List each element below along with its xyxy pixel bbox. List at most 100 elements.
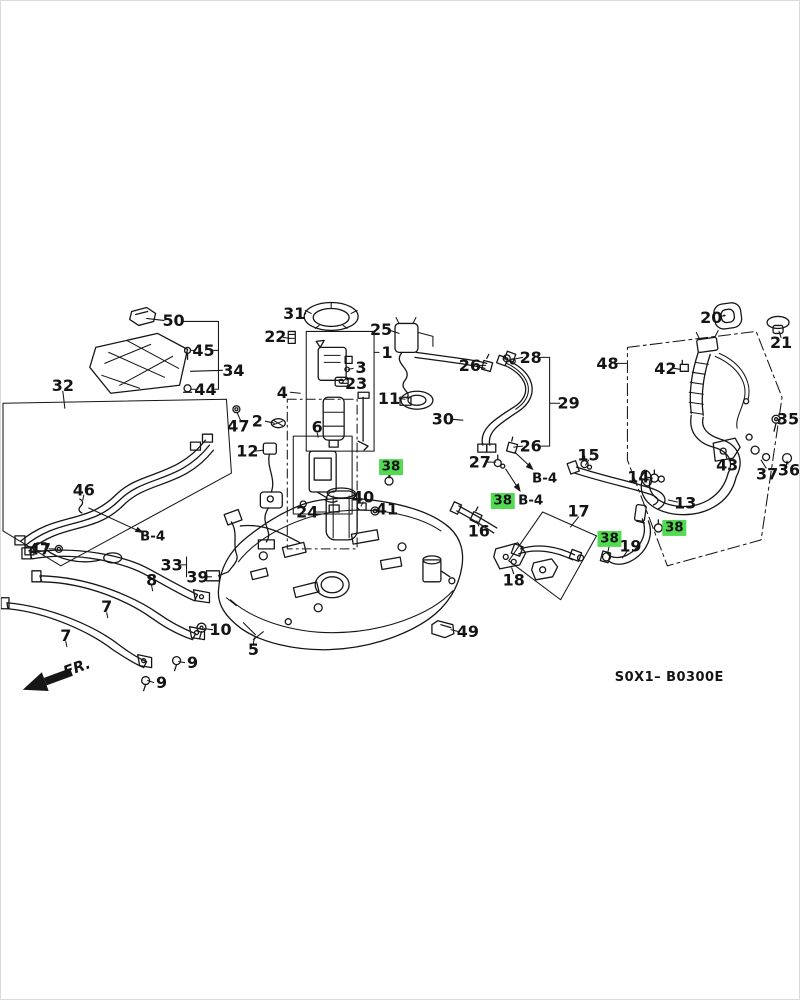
vent-hose-and-clamp-drawing — [449, 501, 498, 534]
svg-text:28: 28 — [520, 348, 542, 367]
callout-12: 12 — [236, 442, 258, 461]
callout-18: 18 — [503, 570, 525, 589]
svg-text:B-4: B-4 — [140, 529, 165, 544]
svg-text:39: 39 — [186, 567, 208, 586]
callout-32: 32 — [52, 376, 74, 395]
svg-text:13: 13 — [674, 493, 696, 512]
callout-30: 30 — [432, 410, 454, 429]
svg-text:35: 35 — [777, 410, 799, 429]
callout-46: 46 — [73, 481, 95, 500]
pipe-assembly-box-drawing — [2, 398, 232, 567]
callout-25: 25 — [370, 320, 392, 339]
svg-text:S0X1– B0300E: S0X1– B0300E — [615, 670, 724, 685]
svg-text:B-4: B-4 — [518, 493, 543, 508]
callout-27: 27 — [469, 453, 491, 472]
svg-text:26: 26 — [459, 356, 481, 375]
callout-43: 43 — [716, 456, 738, 475]
callout-19: 19 — [619, 536, 641, 555]
svg-text:18: 18 — [503, 570, 525, 589]
callout-22: 22 — [264, 327, 286, 346]
svg-text:17: 17 — [567, 501, 589, 520]
svg-text:43: 43 — [716, 456, 738, 475]
callout-3: 3 — [356, 358, 367, 377]
fuel-hoses-drawing — [566, 455, 678, 565]
svg-text:38: 38 — [600, 531, 619, 546]
callout-10: 10 — [209, 620, 231, 639]
callout-6: 6 — [312, 418, 323, 437]
callout-14: 14 — [627, 468, 649, 487]
svg-text:24: 24 — [296, 502, 318, 521]
callout-36: 36 — [778, 461, 799, 480]
svg-text:50: 50 — [162, 311, 184, 330]
callout-11: 11 — [378, 389, 400, 408]
callout-39: 39 — [186, 567, 208, 586]
svg-text:9: 9 — [156, 673, 167, 692]
svg-text:33: 33 — [160, 555, 182, 574]
svg-text:38: 38 — [493, 493, 512, 508]
svg-text:29: 29 — [557, 394, 579, 413]
svg-text:7: 7 — [101, 597, 112, 616]
highlighted-callout-38[interactable]: 38 — [662, 519, 687, 536]
callout-24: 24 — [296, 502, 318, 521]
svg-text:49: 49 — [457, 622, 479, 641]
fuel-tank-drawing — [217, 497, 464, 651]
svg-text:38: 38 — [665, 520, 684, 535]
cross-reference-label: B-4 — [140, 529, 165, 544]
svg-text:32: 32 — [52, 376, 74, 395]
callout-42: 42 — [654, 359, 676, 378]
callout-47: 47 — [227, 417, 249, 436]
svg-text:23: 23 — [345, 374, 367, 393]
highlighted-callout-38[interactable]: 38 — [379, 459, 403, 476]
svg-text:41: 41 — [376, 499, 398, 518]
svg-text:26: 26 — [520, 437, 542, 456]
svg-text:48: 48 — [596, 354, 618, 373]
svg-text:42: 42 — [654, 359, 676, 378]
callout-17: 17 — [567, 501, 589, 520]
callout-40: 40 — [352, 488, 374, 507]
svg-text:11: 11 — [378, 389, 400, 408]
svg-text:FR.: FR. — [61, 654, 93, 680]
svg-text:36: 36 — [778, 461, 799, 480]
highlighted-callout-38[interactable]: 38 — [597, 530, 622, 547]
callout-35: 35 — [777, 410, 799, 429]
callout-20: 20 — [700, 308, 722, 327]
svg-text:47: 47 — [29, 539, 51, 558]
callout-49: 49 — [457, 622, 479, 641]
svg-text:30: 30 — [432, 410, 454, 429]
svg-text:31: 31 — [283, 304, 305, 323]
svg-text:12: 12 — [236, 442, 258, 461]
filler-neck-assembly-drawing — [614, 302, 793, 567]
svg-text:16: 16 — [468, 521, 490, 540]
callout-41: 41 — [376, 499, 398, 518]
svg-text:37: 37 — [756, 465, 778, 484]
svg-text:34: 34 — [222, 361, 244, 380]
svg-text:27: 27 — [469, 453, 491, 472]
callout-44: 44 — [194, 380, 216, 399]
svg-text:6: 6 — [312, 418, 323, 437]
callout-37: 37 — [756, 465, 778, 484]
callout-23: 23 — [345, 374, 367, 393]
callout-50: 50 — [162, 311, 184, 330]
callout-16: 16 — [468, 521, 490, 540]
callout-15: 15 — [577, 446, 599, 465]
svg-text:4: 4 — [277, 383, 288, 402]
svg-text:46: 46 — [73, 481, 95, 500]
callout-28: 28 — [520, 348, 542, 367]
callout-26: 26 — [459, 356, 481, 375]
svg-text:1: 1 — [381, 343, 392, 362]
svg-text:47: 47 — [227, 417, 249, 436]
callout-9: 9 — [156, 673, 167, 692]
callout-29: 29 — [557, 394, 579, 413]
diagram-code: S0X1– B0300E — [615, 670, 724, 685]
highlighted-callout-38[interactable]: 38 — [490, 493, 515, 509]
cross-reference-label: B-4 — [532, 472, 557, 487]
callout-1: 1 — [381, 343, 392, 362]
callout-31: 31 — [283, 304, 305, 323]
svg-text:2: 2 — [252, 412, 263, 431]
callout-9: 9 — [187, 653, 198, 672]
svg-text:40: 40 — [352, 488, 374, 507]
reference-arrows — [88, 451, 534, 533]
svg-text:8: 8 — [146, 570, 157, 589]
front-direction-arrow — [22, 668, 73, 691]
